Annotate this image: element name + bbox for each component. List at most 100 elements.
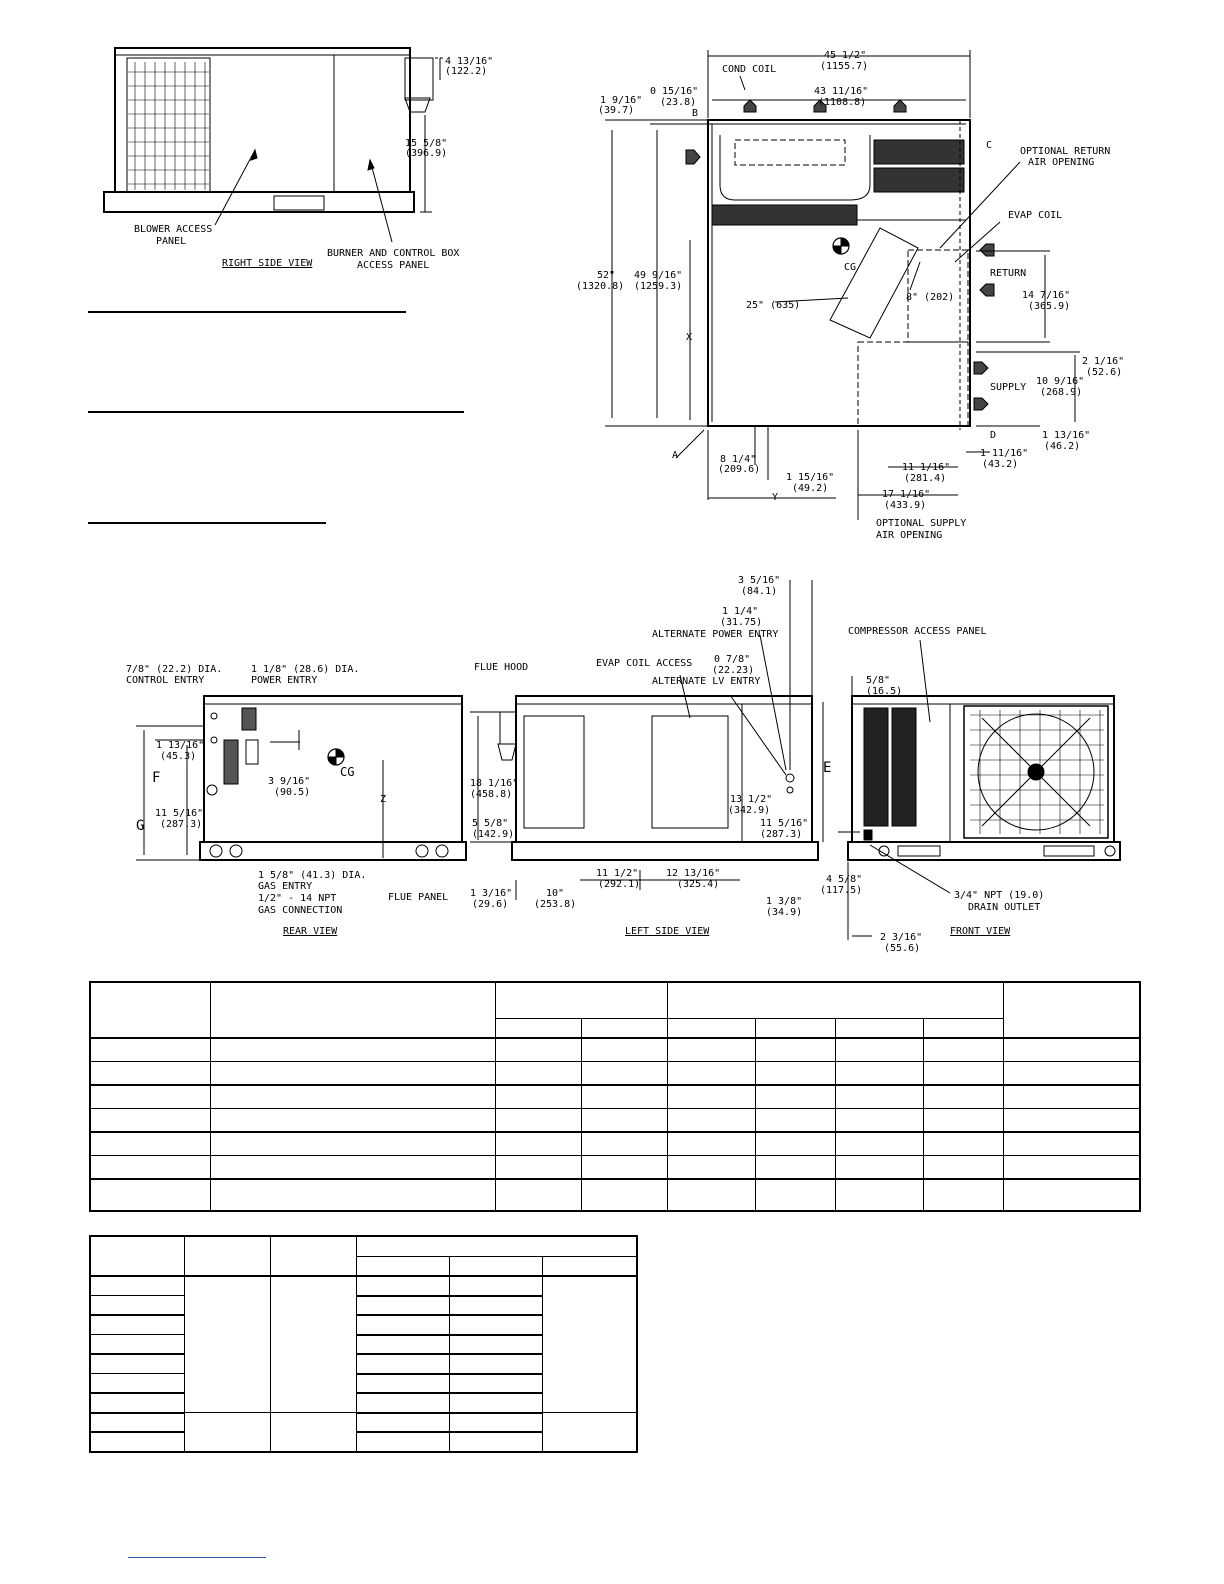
f-d458-mm: (117.5) bbox=[820, 885, 862, 896]
opt-return-2: AIR OPENING bbox=[1028, 157, 1094, 168]
section-rule-1 bbox=[88, 311, 406, 313]
r2-mm: (52.6) bbox=[1086, 367, 1122, 378]
top-h49: 49 9/16" bbox=[634, 270, 682, 281]
l-d13: 13 1/2" bbox=[730, 794, 772, 805]
rear-view: 7/8" (22.2) DIA. CONTROL ENTRY 1 1/8" (2… bbox=[126, 664, 467, 937]
dimensions-table bbox=[89, 981, 1141, 1212]
l-d10-mm: (253.8) bbox=[534, 899, 576, 910]
flue-hood-label: FLUE HOOD bbox=[474, 662, 528, 673]
b17: 17 1/16" bbox=[882, 489, 930, 500]
left-view-title: LEFT SIDE VIEW bbox=[625, 926, 710, 937]
table-row bbox=[89, 1353, 637, 1375]
top-h52: 52" bbox=[597, 270, 615, 281]
l-d138: 1 3/8" bbox=[766, 896, 802, 907]
corner-c: C bbox=[986, 140, 992, 151]
corner-d: D bbox=[990, 430, 996, 441]
rear-d11: 11 5/16" bbox=[155, 808, 203, 819]
r14: 14 7/16" bbox=[1022, 290, 1070, 301]
l-d115: 11 5/16" bbox=[760, 818, 808, 829]
table-row bbox=[89, 1131, 1141, 1157]
b111: 1 11/16" bbox=[980, 448, 1028, 459]
l-d138-mm: (34.9) bbox=[766, 907, 802, 918]
table-row bbox=[89, 1061, 1141, 1087]
r1-mm: (46.2) bbox=[1044, 441, 1080, 452]
f-d2316-mm: (55.6) bbox=[884, 943, 920, 954]
alt-power-label: ALTERNATE POWER ENTRY bbox=[652, 629, 778, 640]
b17-mm: (433.9) bbox=[884, 500, 926, 511]
table-row bbox=[89, 1178, 1141, 1212]
r2: 2 1/16" bbox=[1082, 356, 1124, 367]
right-side-view: BLOWER ACCESS PANEL BURNER AND CONTROL B… bbox=[103, 47, 493, 271]
l-d335: 3 5/16" bbox=[738, 575, 780, 586]
right-dim-top-mm: (122.2) bbox=[445, 66, 487, 77]
power-entry-2: POWER ENTRY bbox=[251, 675, 317, 686]
table-row bbox=[89, 1295, 637, 1317]
r10: 10 9/16" bbox=[1036, 376, 1084, 387]
f-d58-mm: (16.5) bbox=[866, 686, 902, 697]
top-off-mm: (23.8) bbox=[660, 97, 696, 108]
f-d458: 4 5/8" bbox=[826, 874, 862, 885]
rear-g: G bbox=[136, 818, 144, 834]
dim-25: 25" (635) bbox=[746, 300, 800, 311]
l-d18-mm: (458.8) bbox=[470, 789, 512, 800]
l-d116: 1 3/16" bbox=[470, 888, 512, 899]
l-d078-mm: (22.23) bbox=[712, 665, 754, 676]
right-dim-side-mm: (396.9) bbox=[405, 148, 447, 159]
section-rule-3 bbox=[88, 522, 326, 524]
return-label: RETURN bbox=[990, 268, 1026, 279]
b111-mm: (43.2) bbox=[982, 459, 1018, 470]
table-row bbox=[89, 1334, 637, 1356]
control-entry-1: 7/8" (22.2) DIA. bbox=[126, 664, 222, 675]
r10-mm: (268.9) bbox=[1040, 387, 1082, 398]
table-row bbox=[89, 1373, 637, 1395]
l-d116-mm: (29.6) bbox=[472, 899, 508, 910]
power-entry-1: 1 1/8" (28.6) DIA. bbox=[251, 664, 359, 675]
gas-2: GAS ENTRY bbox=[258, 881, 312, 892]
top-cg: CG bbox=[844, 262, 856, 273]
l-d18: 18 1/16" bbox=[470, 778, 518, 789]
top-left-off: 1 9/16" bbox=[600, 95, 642, 106]
l-d1112-mm: (292.1) bbox=[598, 879, 640, 890]
table-row bbox=[89, 1412, 638, 1453]
rear-d3-mm: (90.5) bbox=[274, 787, 310, 798]
b11: 11 1/16" bbox=[902, 462, 950, 473]
drain-2: DRAIN OUTLET bbox=[968, 902, 1040, 913]
corner-a: A bbox=[672, 450, 678, 461]
l-e: E bbox=[823, 760, 831, 776]
front-view-title: FRONT VIEW bbox=[950, 926, 1011, 937]
top-w-total: 45 1/2" bbox=[824, 50, 866, 61]
top-view: 45 1/2" (1155.7) COND COIL 0 15/16" (23.… bbox=[576, 50, 1124, 541]
evap-access-label: EVAP COIL ACCESS bbox=[596, 658, 692, 669]
left-side-view: FLUE HOOD EVAP COIL ACCESS ALTERNATE LV … bbox=[470, 575, 831, 937]
rear-d11-mm: (287.3) bbox=[160, 819, 202, 830]
gas-3: 1/2" - 14 NPT bbox=[258, 893, 336, 904]
table-row bbox=[89, 1275, 638, 1414]
rear-z: Z bbox=[380, 794, 386, 805]
right-view-title: RIGHT SIDE VIEW bbox=[222, 258, 313, 269]
corner-b: B bbox=[692, 108, 698, 119]
table-row bbox=[89, 1037, 1141, 1063]
top-w-inner-mm: (1108.8) bbox=[818, 97, 866, 108]
l-d10: 10" bbox=[546, 888, 564, 899]
table-row bbox=[89, 1084, 1141, 1110]
rear-d1: 1 13/16" bbox=[156, 740, 204, 751]
top-w-total-mm: (1155.7) bbox=[820, 61, 868, 72]
supply-label: SUPPLY bbox=[990, 382, 1026, 393]
burner-label-1: BURNER AND CONTROL BOX bbox=[327, 248, 459, 259]
top-w-inner: 43 11/16" bbox=[814, 86, 868, 97]
opt-return-1: OPTIONAL RETURN bbox=[1020, 146, 1110, 157]
table-row bbox=[89, 1431, 637, 1453]
footer-link-rule bbox=[128, 1557, 266, 1558]
gas-4: GAS CONNECTION bbox=[258, 905, 342, 916]
l-d1213: 12 13/16" bbox=[666, 868, 720, 879]
top-h49-mm: (1259.3) bbox=[634, 281, 682, 292]
l-d335-mm: (84.1) bbox=[741, 586, 777, 597]
rear-view-title: REAR VIEW bbox=[283, 926, 338, 937]
rear-d3: 3 9/16" bbox=[268, 776, 310, 787]
l-d114-mm: (31.75) bbox=[720, 617, 762, 628]
right-dim-side: 15 5/8" bbox=[405, 138, 447, 149]
l-d55-mm: (142.9) bbox=[472, 829, 514, 840]
blower-access-label: BLOWER ACCESS bbox=[134, 224, 212, 235]
r14-mm: (365.9) bbox=[1028, 301, 1070, 312]
